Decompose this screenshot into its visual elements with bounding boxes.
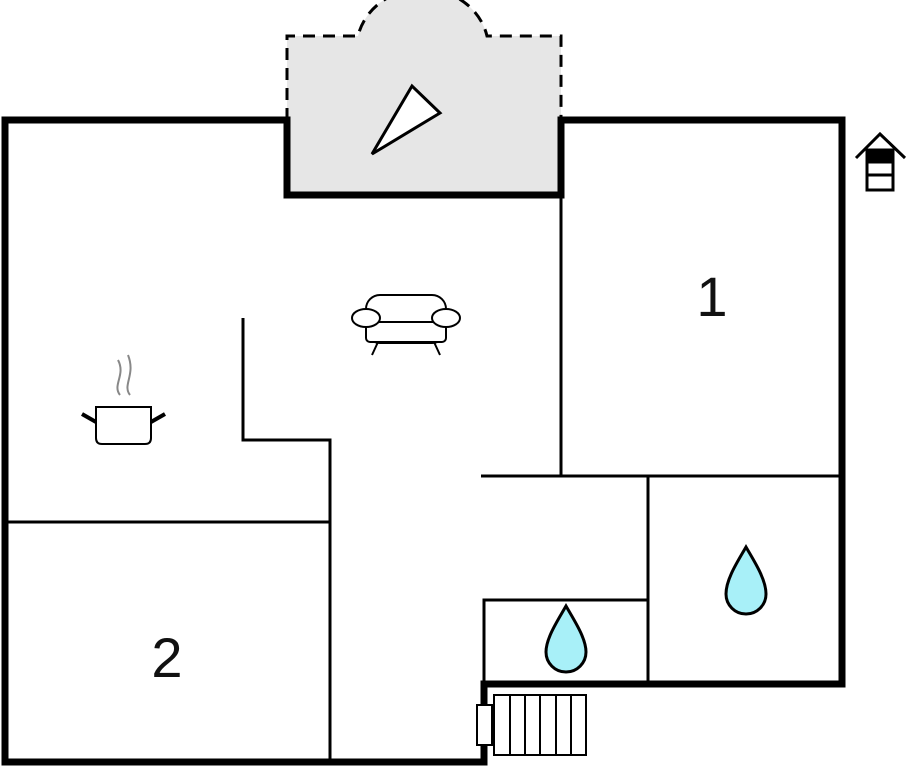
water-drop-icon	[724, 543, 768, 616]
interior-walls	[5, 195, 842, 762]
house-entrance-icon	[854, 131, 907, 192]
entrance-door	[476, 704, 493, 746]
staircase-icon	[493, 694, 587, 756]
cooking-pot-icon	[81, 354, 166, 445]
terrace	[285, 0, 563, 195]
water-drop-icon	[544, 602, 588, 674]
sofa-icon	[351, 294, 461, 356]
terrace-direction-icon	[370, 83, 443, 156]
room-label-1: 1	[696, 265, 727, 328]
room-label-2: 2	[151, 626, 182, 689]
exterior-walls	[1, 116, 846, 766]
